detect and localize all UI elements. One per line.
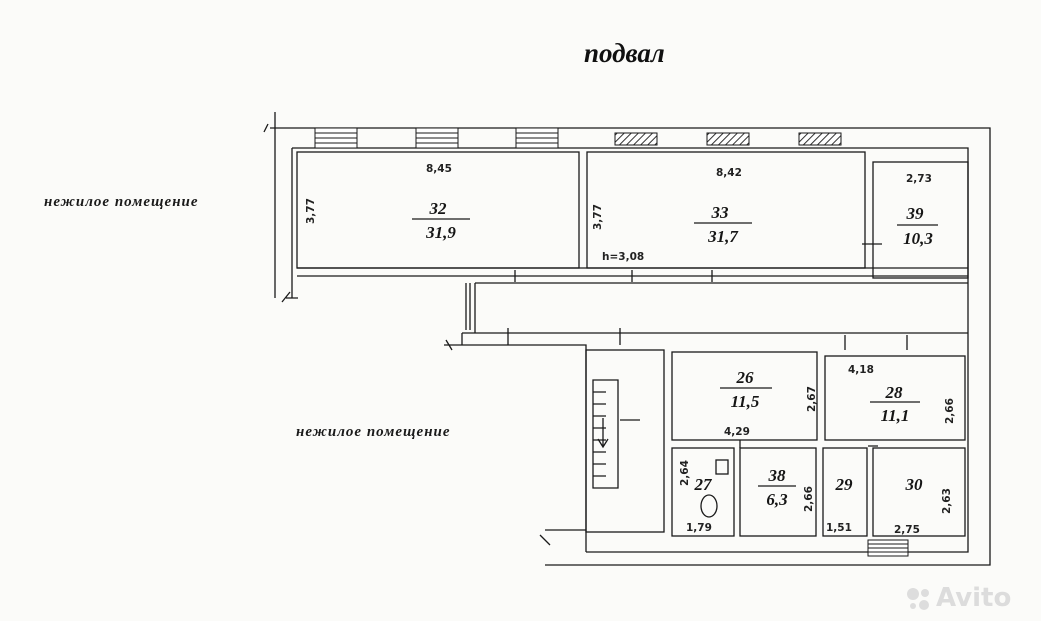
room-28-outline	[824, 355, 966, 441]
door-ticks	[507, 243, 908, 448]
plan-title: подвал	[584, 38, 665, 68]
room-32-area: 31,9	[425, 223, 456, 242]
wall-mid	[444, 333, 587, 552]
wall-break-bottom	[539, 529, 586, 546]
zone-label-top: нежилое помещение	[44, 194, 199, 210]
room-28-area: 11,1	[881, 406, 910, 425]
room-39-area: 10,3	[903, 229, 933, 248]
room-26-area: 11,5	[731, 392, 760, 411]
stair-outline	[585, 349, 665, 533]
stair-steps	[593, 391, 606, 477]
room-26-number: 26	[736, 368, 755, 387]
dim-2-66-b: 2,66	[803, 486, 815, 512]
room-27-number: 27	[694, 475, 714, 494]
wall-break-left	[281, 291, 298, 303]
room-28-number: 28	[885, 383, 904, 402]
room-39-outline	[872, 161, 969, 279]
room-29-outline	[822, 447, 868, 537]
dim-2-67: 2,67	[806, 386, 818, 412]
stub-wall	[465, 283, 471, 330]
window-4-hatched	[614, 132, 658, 146]
avito-logo-icon	[907, 588, 929, 610]
stair-arrow	[597, 418, 609, 449]
window-5-hatched	[706, 132, 750, 146]
dim-3-77-a: 3,77	[305, 198, 317, 224]
stair-core	[592, 379, 619, 489]
dim-4-29: 4,29	[724, 426, 750, 438]
room-38-area: 6,3	[766, 490, 788, 509]
wall-inner	[292, 147, 969, 553]
wall-left	[274, 112, 293, 298]
room-33-area: 31,7	[707, 227, 739, 246]
room-33-number: 33	[711, 203, 730, 222]
dim-2-75: 2,75	[894, 524, 920, 536]
dim-2-63: 2,63	[941, 488, 953, 514]
room-26-outline	[671, 351, 818, 441]
room-27-outline	[671, 447, 735, 537]
room-39-number: 39	[906, 204, 925, 223]
dim-3-77-b: 3,77	[592, 204, 604, 230]
room-38-number: 38	[768, 466, 787, 485]
wall-outer	[275, 127, 991, 566]
watermark: Avito	[936, 583, 1012, 613]
wall-break-top	[263, 123, 275, 133]
sink-fixture	[715, 459, 729, 475]
room-38-outline	[739, 447, 817, 537]
dim-4-18: 4,18	[848, 364, 874, 376]
room-30-number: 30	[905, 475, 924, 494]
dim-1-51: 1,51	[826, 522, 852, 534]
dim-2-73: 2,73	[906, 173, 932, 185]
dim-8-42: 8,42	[716, 167, 742, 179]
dim-8-45: 8,45	[426, 163, 452, 175]
window-6-hatched	[798, 132, 842, 146]
dim-2-66-a: 2,66	[944, 398, 956, 424]
dim-2-64: 2,64	[679, 460, 691, 486]
zone-label-middle: нежилое помещение	[296, 424, 451, 440]
room-30-outline	[872, 447, 966, 537]
room-32-number: 32	[429, 199, 448, 218]
room-29-number: 29	[835, 475, 854, 494]
dim-1-79: 1,79	[686, 522, 712, 534]
toilet-fixture	[700, 494, 718, 518]
dim-height: h=3,08	[602, 251, 644, 263]
corridor-outline	[462, 282, 968, 334]
